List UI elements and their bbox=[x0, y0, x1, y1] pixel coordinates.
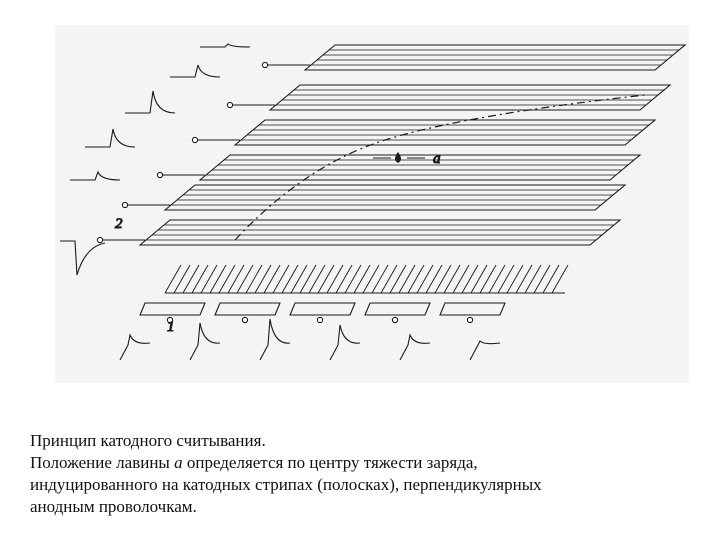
pad-contact bbox=[466, 316, 474, 324]
anode-wire bbox=[551, 264, 569, 294]
strip-contact bbox=[261, 61, 269, 69]
anode-wire bbox=[236, 264, 254, 294]
anode-wire bbox=[371, 264, 389, 294]
strip-contact bbox=[226, 101, 234, 109]
avalanche-label: a bbox=[433, 151, 441, 167]
anode-wire bbox=[245, 264, 263, 294]
cathode-strip-band bbox=[303, 44, 687, 71]
signal-pulse bbox=[329, 324, 361, 361]
figure-caption: Принцип катодного считывания. Положение … bbox=[30, 430, 700, 518]
anode-wire bbox=[434, 264, 452, 294]
anode-wire bbox=[200, 264, 218, 294]
signal-pulse bbox=[85, 128, 136, 148]
pad-contact bbox=[241, 316, 249, 324]
readout-pad bbox=[214, 302, 281, 316]
anode-wire bbox=[290, 264, 308, 294]
signal-pulse bbox=[189, 322, 221, 361]
anode-wire bbox=[389, 264, 407, 294]
anode-wire bbox=[353, 264, 371, 294]
anode-wire bbox=[326, 264, 344, 294]
anode-wire bbox=[533, 264, 551, 294]
anode-wire bbox=[344, 264, 362, 294]
caption-line-3: индуцированного на катодных стрипах (пол… bbox=[30, 475, 542, 494]
avalanche-track bbox=[234, 94, 646, 241]
cathode-strip-label: 2 bbox=[115, 216, 123, 232]
anode-wire bbox=[515, 264, 533, 294]
signal-pulse bbox=[399, 333, 431, 361]
readout-pad bbox=[139, 302, 206, 316]
cathode-strip-band bbox=[198, 154, 642, 181]
anode-wire bbox=[524, 264, 542, 294]
anode-wire bbox=[209, 264, 227, 294]
anode-wire bbox=[542, 264, 560, 294]
cathode-strip-band bbox=[138, 219, 622, 246]
signal-pulse bbox=[125, 90, 176, 114]
anode-wire bbox=[398, 264, 416, 294]
signal-pulses bbox=[60, 43, 501, 361]
caption-line-4: анодным проволочкам. bbox=[30, 497, 197, 516]
signal-pulse bbox=[200, 43, 251, 48]
caption-line-2: Положение лавины a определяется по центр… bbox=[30, 453, 478, 472]
signal-pulse bbox=[60, 240, 106, 276]
signal-pulse bbox=[170, 64, 221, 78]
anode-wire bbox=[308, 264, 326, 294]
cathode-strip-group bbox=[96, 44, 687, 246]
anode-wire bbox=[425, 264, 443, 294]
anode-wire bbox=[416, 264, 434, 294]
anode-wire bbox=[164, 264, 182, 294]
anode-wire bbox=[263, 264, 281, 294]
anode-wire bbox=[227, 264, 245, 294]
signal-pulse bbox=[259, 318, 291, 361]
cathode-strip-band bbox=[163, 184, 627, 211]
anode-wire bbox=[488, 264, 506, 294]
signal-pulse bbox=[70, 170, 121, 181]
anode-wire-label: 1 bbox=[167, 319, 175, 335]
anode-wire bbox=[182, 264, 200, 294]
anode-wire bbox=[470, 264, 488, 294]
caption-variable: a bbox=[174, 453, 183, 472]
strip-contact bbox=[121, 201, 129, 209]
anode-wire bbox=[380, 264, 398, 294]
anode-wire bbox=[506, 264, 524, 294]
caption-line-1: Принцип катодного считывания. bbox=[30, 431, 266, 450]
pad-contact bbox=[316, 316, 324, 324]
anode-wire bbox=[254, 264, 272, 294]
cathode-strip-band bbox=[233, 119, 657, 146]
readout-pad bbox=[364, 302, 431, 316]
readout-pad bbox=[439, 302, 506, 316]
anode-wire bbox=[479, 264, 497, 294]
anode-wire bbox=[272, 264, 290, 294]
anode-wire bbox=[497, 264, 515, 294]
pad-contact bbox=[391, 316, 399, 324]
anode-wire bbox=[362, 264, 380, 294]
strip-contact bbox=[191, 136, 199, 144]
anode-wire bbox=[335, 264, 353, 294]
anode-wire bbox=[281, 264, 299, 294]
anode-wire bbox=[461, 264, 479, 294]
signal-pulse bbox=[469, 340, 501, 361]
anode-wire bbox=[191, 264, 209, 294]
avalanche-drop-icon bbox=[395, 152, 401, 163]
anode-wire bbox=[443, 264, 461, 294]
cathode-strip-band bbox=[268, 84, 672, 111]
figure-frame: a 2 1 bbox=[55, 25, 689, 383]
strip-contact bbox=[156, 171, 164, 179]
anode-wire bbox=[452, 264, 470, 294]
anode-wire bbox=[317, 264, 335, 294]
strip-contact bbox=[96, 236, 104, 244]
pad-contact bbox=[166, 316, 174, 324]
anode-wire bbox=[299, 264, 317, 294]
cathode-readout-diagram: a 2 1 bbox=[60, 43, 687, 361]
anode-wire bbox=[218, 264, 236, 294]
readout-pad bbox=[289, 302, 356, 316]
anode-wire bbox=[407, 264, 425, 294]
signal-pulse bbox=[119, 333, 151, 361]
anode-wire-grid bbox=[139, 264, 569, 324]
anode-wire bbox=[173, 264, 191, 294]
